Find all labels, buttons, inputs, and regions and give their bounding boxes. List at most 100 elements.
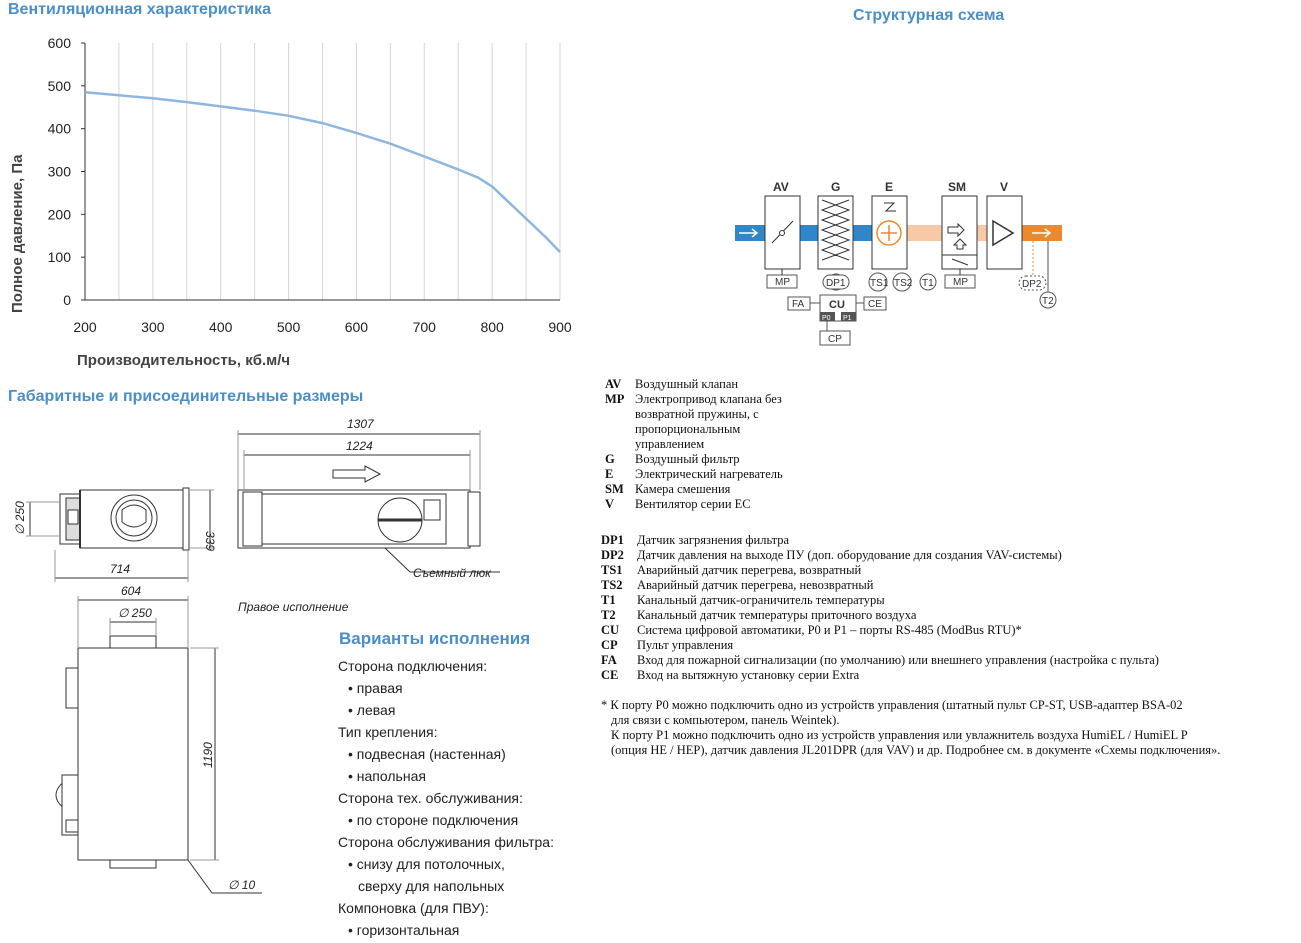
lightning-icon (884, 202, 896, 212)
x-tick-label: 600 (345, 319, 369, 335)
svg-text:∅ 10: ∅ 10 (228, 878, 255, 892)
y-tick-label: 600 (48, 35, 72, 51)
svg-text:MP: MP (953, 277, 968, 288)
variant-line: • напольная (348, 768, 426, 784)
fan-curve-chart: 200 300 400 500 600 700 800 900 0 100 200 300 400 500… (9, 35, 572, 369)
x-axis-label: Производительность, кб.м/ч (77, 352, 290, 369)
variant-line: Тип крепления: (338, 724, 438, 740)
y-axis-label: Полное давление, Па (9, 154, 26, 313)
x-tick-label: 200 (73, 319, 97, 335)
sensor-t2 (1039, 291, 1057, 309)
y-tick-label: 100 (48, 249, 72, 265)
variant-line: • правая (348, 680, 403, 696)
svg-text:T2: T2 (1042, 296, 1054, 307)
port-p0 (820, 312, 835, 321)
variant-line: Сторона подключения: (338, 658, 488, 674)
sensor-ts1 (868, 272, 888, 292)
dimension-drawings: ∅ 250 339 714 1307 1224 Съемный люк Прав… (13, 417, 500, 894)
y-tick-label: 300 (48, 164, 72, 180)
port-p1 (841, 312, 856, 321)
svg-text:P1: P1 (843, 315, 852, 322)
svg-text:TS1: TS1 (870, 278, 889, 289)
dims-heading: Габаритные и присоединительные размеры (8, 388, 364, 405)
svg-text:MP: MP (775, 277, 790, 288)
block-label-av: AV (773, 180, 789, 194)
svg-text:1224: 1224 (346, 439, 373, 453)
svg-text:P0: P0 (822, 315, 831, 322)
block-label-sm: SM (948, 180, 966, 194)
warm-duct (905, 225, 945, 241)
svg-text:604: 604 (121, 584, 141, 598)
x-tick-label: 800 (480, 319, 504, 335)
airflow-arrow-icon (332, 465, 382, 483)
y-tick-label: 400 (48, 121, 72, 137)
x-tick-label: 400 (209, 319, 233, 335)
svg-text:Съемный люк: Съемный люк (413, 566, 492, 580)
svg-text:Правое исполнение: Правое исполнение (238, 600, 349, 614)
variant-line: сверху для напольных (358, 878, 505, 894)
y-tick-label: 200 (48, 206, 72, 222)
sensor-mp-2 (944, 274, 976, 289)
block-label-e: E (885, 180, 893, 194)
y-tick-label: 500 (48, 78, 72, 94)
sensor-ts2 (892, 272, 912, 292)
structural-scheme: AV G E SM V MP DP1 TS1 TS2 T1 MP DP2 T2 … (735, 180, 1062, 346)
variant-line: Сторона тех. обслуживания: (338, 790, 523, 806)
x-tick-label: 300 (141, 319, 165, 335)
footnote: * К порту P0 можно подключить одно из ус… (601, 698, 1221, 757)
block-label-g: G (831, 180, 840, 194)
fan-curve-line (84, 91, 561, 253)
svg-text:∅ 250: ∅ 250 (13, 501, 27, 535)
svg-text:CP: CP (828, 334, 842, 345)
sensor-mp-1 (766, 274, 798, 289)
svg-text:∅ 250: ∅ 250 (118, 606, 152, 620)
svg-text:CE: CE (868, 299, 882, 310)
svg-text:FA: FA (792, 299, 805, 310)
inlet-arrow-icon (739, 228, 759, 238)
svg-text:1307: 1307 (347, 417, 375, 431)
sensor-t1 (919, 273, 937, 291)
fan-icon (992, 219, 1015, 247)
svg-text:CU: CU (829, 299, 845, 311)
variants-heading: Варианты исполнения (339, 629, 531, 648)
chart-grid (84, 43, 561, 300)
variant-line: • по стороне подключения (348, 812, 519, 828)
mixing-arrow-icon (947, 222, 965, 238)
x-tick-label: 500 (277, 319, 301, 335)
chart-ticks: 200 300 400 500 600 700 800 900 0 100 200 300 400 500… (48, 35, 572, 335)
cp-box (819, 330, 851, 346)
chart-series (84, 91, 561, 253)
svg-text:TS2: TS2 (894, 278, 913, 289)
scheme-heading: Структурная схема (853, 7, 1005, 24)
variant-line: • подвесная (настенная) (348, 746, 506, 762)
svg-text:1190: 1190 (201, 742, 215, 768)
variant-line: • левая (348, 702, 396, 718)
variant-line: Сторона обслуживания фильтра: (338, 834, 554, 850)
ce-box (863, 296, 887, 311)
svg-text:339: 339 (203, 531, 217, 551)
x-tick-label: 700 (413, 319, 437, 335)
variant-line: • снизу для потолочных, (348, 856, 505, 872)
x-tick-label: 900 (548, 319, 572, 335)
g-block (817, 195, 854, 270)
vent-heading: Вентиляционная характеристика (8, 1, 272, 18)
svg-text:714: 714 (110, 562, 130, 576)
y-tick-label: 0 (63, 292, 71, 308)
svg-text:DP1: DP1 (826, 278, 846, 289)
